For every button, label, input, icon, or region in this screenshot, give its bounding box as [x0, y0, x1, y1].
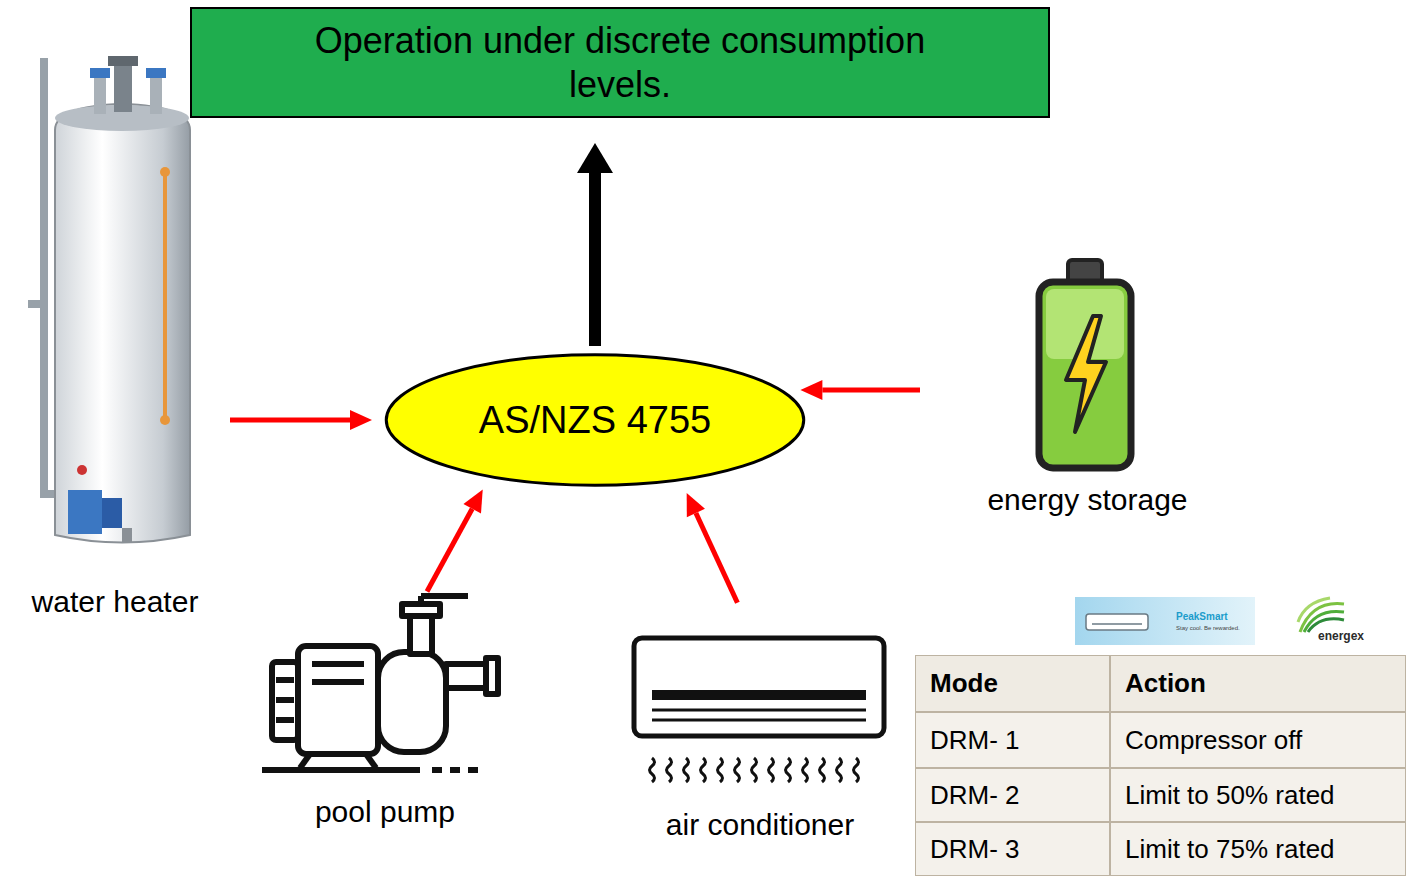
logo-text: energex — [1318, 630, 1364, 642]
logo-tagline: Stay cool. Be rewarded. — [1176, 625, 1240, 631]
flow-arrow — [589, 173, 601, 346]
flow-arrow — [427, 509, 472, 592]
air-conditioner-icon — [634, 638, 884, 782]
appliance-node: pool pump — [255, 595, 515, 830]
battery-icon — [1039, 260, 1131, 468]
flow-arrow — [230, 418, 350, 423]
logo-text: PeakSmart — [1176, 612, 1228, 622]
table-cell: DRM- 3 — [915, 822, 1110, 876]
appliance-label: air conditioner — [664, 807, 856, 843]
appliance-node: energy storage — [960, 255, 1215, 518]
table-cell: Limit to 75% rated — [1110, 822, 1406, 876]
appliance-label: water heater — [30, 584, 201, 620]
standard-ellipse: AS/NZS 4755 — [382, 352, 808, 488]
table-cell: Compressor off — [1110, 712, 1406, 768]
water-heater-icon — [28, 56, 190, 543]
appliance-node: air conditioner — [625, 630, 895, 843]
appliance-label: pool pump — [313, 794, 457, 830]
table-header-cell: Action — [1110, 655, 1406, 712]
outcome-box: Operation under discrete consumption lev… — [190, 7, 1050, 118]
appliance-node: water heater — [10, 55, 220, 620]
appliance-label: energy storage — [985, 482, 1189, 518]
table-cell: Limit to 50% rated — [1110, 768, 1406, 822]
flow-arrow — [822, 388, 920, 393]
table-cell: DRM- 2 — [915, 768, 1110, 822]
flow-arrow — [696, 513, 738, 603]
pool-pump-icon — [262, 596, 498, 770]
table-header-cell: Mode — [915, 655, 1110, 712]
table-cell: DRM- 1 — [915, 712, 1110, 768]
node-text: Operation under discrete consumption lev… — [260, 19, 980, 105]
peaksmart-logo — [1075, 597, 1255, 645]
node-text: AS/NZS 4755 — [479, 399, 711, 442]
energex-logo — [1298, 598, 1344, 632]
